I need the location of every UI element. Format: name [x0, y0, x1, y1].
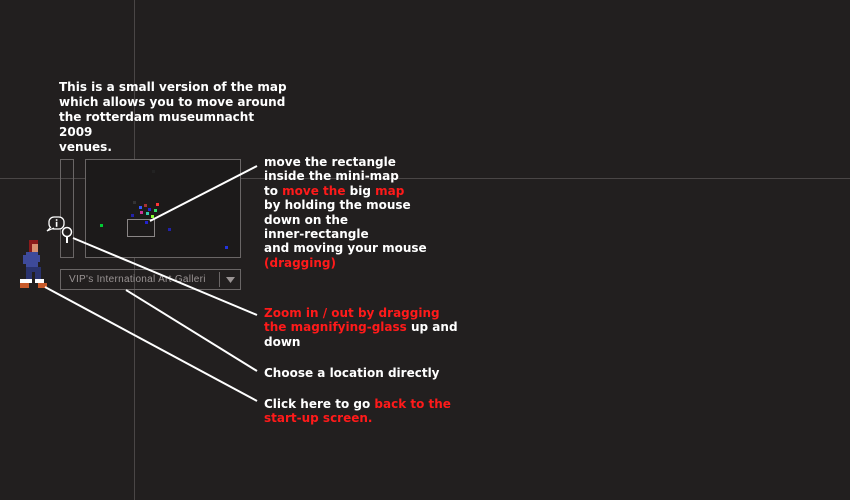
- pixel-person-icon[interactable]: [20, 240, 50, 294]
- chevron-down-icon[interactable]: [220, 270, 240, 289]
- venue-dot[interactable]: [168, 228, 171, 231]
- callout-text-segment: down: [264, 334, 301, 349]
- callout-text-segment: inside the mini-map: [264, 169, 399, 184]
- location-select-value: VIP's International Art Galleri: [69, 274, 206, 285]
- venue-dot[interactable]: [148, 208, 151, 211]
- venue-dot[interactable]: [151, 215, 154, 218]
- magnifying-glass-icon[interactable]: [60, 225, 74, 249]
- callout-text-segment: down on the: [264, 212, 349, 227]
- callout-line-back: [44, 286, 258, 402]
- callout-text-segment: inner-rectangle: [264, 227, 369, 242]
- venue-dot[interactable]: [156, 203, 159, 206]
- callout-line-minimap: [149, 165, 258, 222]
- intro-text: This is a small version of the map which…: [59, 80, 287, 154]
- venue-dot[interactable]: [146, 212, 149, 215]
- horizontal-guide-line: [0, 178, 850, 179]
- venue-dot[interactable]: [225, 246, 228, 249]
- venue-dot[interactable]: [131, 214, 134, 217]
- callout-text-segment: Click here to go: [264, 397, 375, 411]
- mini-map[interactable]: [85, 159, 241, 258]
- info-bubble-icon[interactable]: [46, 216, 66, 236]
- callout-text-segment: the magnifying-glass: [264, 320, 407, 335]
- callout-text-segment: move the rectangle: [264, 155, 396, 169]
- callout-text-segment: by holding the mouse: [264, 198, 411, 213]
- venue-dot[interactable]: [133, 201, 136, 204]
- callout-text-segment: Choose a location directly: [264, 366, 440, 380]
- venue-dot[interactable]: [144, 204, 147, 207]
- select-divider: [219, 272, 220, 287]
- callout-text-segment: (dragging): [264, 255, 336, 270]
- venue-dot[interactable]: [154, 209, 157, 212]
- venue-dot[interactable]: [152, 170, 155, 173]
- zoom-slider-track[interactable]: [60, 159, 74, 258]
- callout-choose-location: Choose a location directly: [264, 366, 440, 380]
- callout-text-segment: to: [264, 183, 283, 198]
- callout-text-segment: start-up screen.: [264, 411, 373, 426]
- venue-dot[interactable]: [100, 224, 103, 227]
- callout-text-segment: move the: [282, 183, 346, 198]
- callout-text-segment: Zoom in / out by dragging: [264, 306, 440, 320]
- callout-line-zoom: [72, 237, 258, 316]
- viewport-rectangle[interactable]: [127, 219, 155, 237]
- venue-dot[interactable]: [140, 211, 143, 214]
- callout-text-segment: big: [345, 183, 376, 198]
- callout-text-segment: up and: [406, 320, 458, 335]
- callout-text-segment: back to the: [374, 397, 451, 411]
- callout-text-segment: map: [375, 183, 405, 198]
- venue-dot[interactable]: [145, 221, 148, 224]
- venue-dot[interactable]: [139, 206, 142, 209]
- callout-line-select: [125, 289, 258, 372]
- callout-text-segment: and moving your mouse: [264, 241, 427, 256]
